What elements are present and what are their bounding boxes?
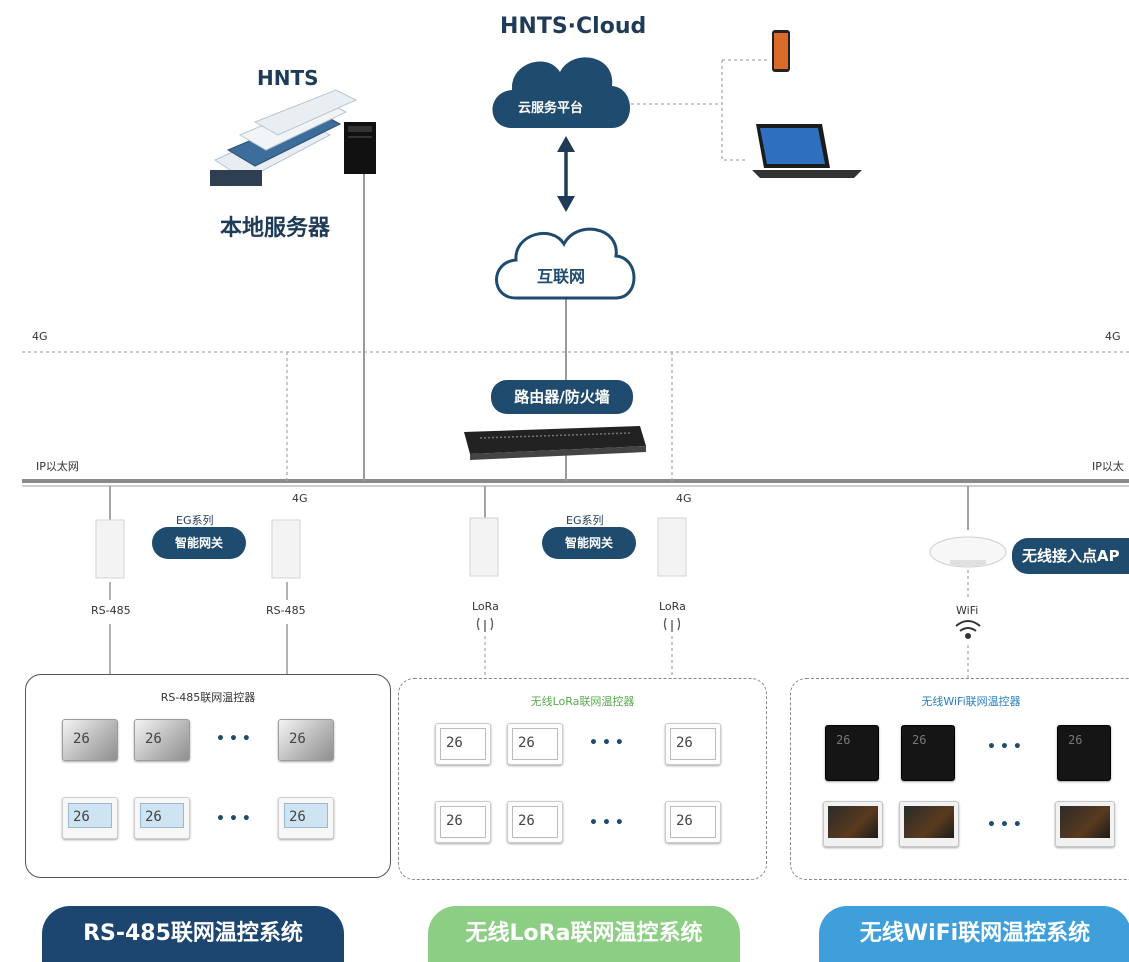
ellipsis: ••• — [216, 811, 255, 827]
eg-series-label-2: EG系列 — [566, 514, 604, 527]
ellipsis: ••• — [987, 739, 1026, 755]
thermostat-device: 26 — [278, 719, 334, 761]
smart-gateway-label-1: 智能网关 — [152, 527, 246, 559]
thermostat-device: 26 — [134, 719, 190, 761]
ellipsis: ••• — [589, 735, 628, 751]
hnts-title: HNTS — [257, 66, 319, 90]
4g-label-right: 4G — [1105, 330, 1121, 343]
thermostat-device: 26 — [901, 725, 955, 781]
thermostat-device: 26 — [1057, 725, 1111, 781]
thermostat-device: 26 — [435, 723, 491, 765]
gateway-device-icon — [95, 517, 687, 579]
internet-label: 互联网 — [537, 267, 586, 286]
lora-thermostat-group: 无线LoRa联网温控器 26 26 ••• 26 26 26 ••• 26 — [398, 678, 767, 880]
thermostat-device: 26 — [507, 723, 563, 765]
ip-ethernet-label-right: IP以太 — [1092, 460, 1124, 473]
thermostat-device — [1055, 801, 1115, 847]
thermostat-device: 26 — [825, 725, 879, 781]
4g-label-rs485: 4G — [292, 492, 308, 505]
wifi-thermostat-group: 无线WiFi联网温控器 26 26 ••• 26 ••• — [790, 678, 1129, 880]
wifi-icon — [955, 620, 981, 639]
thermostat-device: 26 — [62, 797, 118, 839]
cloud-title: HNTS·Cloud — [500, 14, 647, 39]
ellipsis: ••• — [589, 815, 628, 831]
4g-label-lora: 4G — [676, 492, 692, 505]
4g-label-left: 4G — [32, 330, 48, 343]
laptop-icon — [752, 124, 862, 178]
smartphone-icon — [772, 30, 790, 72]
eg-series-label-1: EG系列 — [176, 514, 214, 527]
thermostat-device: 26 — [665, 801, 721, 843]
monitor-stack-icon — [210, 89, 358, 186]
group-title-lora: 无线LoRa联网温控器 — [530, 695, 635, 708]
thermostat-device: 26 — [665, 723, 721, 765]
smart-gateway-label-2: 智能网关 — [542, 527, 636, 559]
thermostat-device — [899, 801, 959, 847]
group-title-wifi: 无线WiFi联网温控器 — [921, 695, 1021, 708]
thermostat-device — [823, 801, 883, 847]
group-title-rs485: RS-485联网温控器 — [160, 691, 256, 704]
thermostat-device: 26 — [62, 719, 118, 761]
ellipsis: ••• — [216, 731, 255, 747]
ip-ethernet-label-left: IP以太网 — [36, 460, 79, 473]
cloud-platform-icon — [492, 57, 630, 129]
cloud-platform-label: 云服务平台 — [518, 101, 584, 116]
local-server-label: 本地服务器 — [220, 216, 331, 241]
internet-cloud-icon — [495, 227, 636, 300]
access-point-icon — [929, 536, 1007, 568]
ellipsis: ••• — [987, 817, 1026, 833]
thermostat-device: 26 — [278, 797, 334, 839]
banner-rs485-system: RS-485联网温控系统 — [42, 906, 344, 962]
lora-label-1: LoRa — [472, 600, 499, 613]
lora-label-2: LoRa — [659, 600, 686, 613]
router-device-icon — [464, 426, 646, 460]
router-firewall-label: 路由器/防火墙 — [491, 380, 633, 414]
banner-lora-system: 无线LoRa联网温控系统 — [428, 906, 740, 962]
access-point-label: 无线接入点AP — [1012, 538, 1129, 574]
thermostat-device: 26 — [134, 797, 190, 839]
banner-wifi-system: 无线WiFi联网温控系统 — [819, 906, 1129, 962]
rs485-label-1: RS-485 — [91, 604, 131, 617]
rs485-label-2: RS-485 — [266, 604, 306, 617]
lora-antenna-icon — [476, 617, 681, 632]
wifi-label: WiFi — [956, 604, 979, 617]
thermostat-device: 26 — [507, 801, 563, 843]
server-tower-icon — [344, 122, 376, 174]
rs485-thermostat-group: RS-485联网温控器 26 26 ••• 26 26 26 ••• 26 — [25, 674, 391, 878]
thermostat-device: 26 — [435, 801, 491, 843]
